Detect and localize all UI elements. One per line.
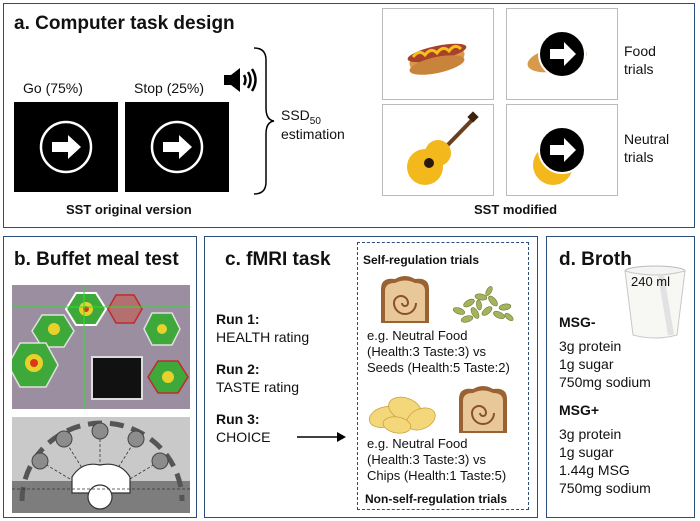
guitar-arrow-photo <box>506 104 618 196</box>
panel-computer-task: a. Computer task design Go (75%) Stop (2… <box>3 3 695 228</box>
arrow-icon <box>527 30 587 78</box>
speaker-icon <box>224 68 257 92</box>
original-caption: SST original version <box>66 202 192 217</box>
guitar-photo <box>382 104 494 196</box>
neutral-trials-label: Neutral trials <box>624 131 670 165</box>
self-reg-title: Self-regulation trials <box>363 253 480 267</box>
guitar-icon <box>407 111 479 185</box>
estimation-label: estimation <box>281 126 345 142</box>
msg-minus-title: MSG- <box>559 314 596 330</box>
go-label: Go (75%) <box>23 80 83 96</box>
ssd-bracket <box>253 47 275 195</box>
stop-label: Stop (25%) <box>134 80 205 96</box>
bread-icon <box>459 386 507 433</box>
arrow-icon <box>533 126 586 185</box>
arrow-right-icon <box>297 432 346 442</box>
hotdog-arrow-photo <box>506 8 618 100</box>
panel-broth: d. Broth 240 ml MSG- 3g protein 1g sugar… <box>546 236 695 518</box>
panel-a-title: a. Computer task design <box>14 13 235 34</box>
panel-fmri: c. fMRI task Run 1: HEALTH rating Run 2:… <box>204 236 538 518</box>
stop-screen <box>125 102 229 192</box>
panel-b-title: b. Buffet meal test <box>14 249 179 270</box>
food-trials-label: Food trials <box>624 43 656 77</box>
nonself-title: Non-self-regulation trials <box>365 492 508 506</box>
panel-d-title: d. Broth <box>559 249 632 270</box>
run1-title: Run 1: <box>216 311 260 327</box>
buffet-schematic <box>12 417 190 513</box>
ssd-label: SSD50 <box>281 107 321 127</box>
seeds-icon <box>452 286 514 323</box>
run1-text: HEALTH rating <box>216 329 310 345</box>
modified-caption: SST modified <box>474 202 558 217</box>
trials-box <box>357 242 529 510</box>
nonself-example: e.g. Neutral Food (Health:3 Taste:3) vs … <box>367 436 507 483</box>
self-reg-example: e.g. Neutral Food (Health:3 Taste:3) vs … <box>367 328 510 375</box>
hotdog-photo <box>382 8 494 100</box>
panel-c-title: c. fMRI task <box>225 249 331 270</box>
run2-text: TASTE rating <box>216 379 299 395</box>
panel-buffet: b. Buffet meal test <box>3 236 197 518</box>
chips-icon <box>368 396 436 434</box>
msg-plus-items: 3g protein 1g sugar 1.44g MSG 750mg sodi… <box>559 426 651 496</box>
cup-label: 240 ml <box>631 274 671 289</box>
msg-minus-items: 3g protein 1g sugar 750mg sodium <box>559 338 651 390</box>
cup-icon <box>624 265 686 339</box>
run3-text: CHOICE <box>216 429 271 445</box>
bread-icon <box>381 276 429 323</box>
run3-title: Run 3: <box>216 411 260 427</box>
msg-plus-title: MSG+ <box>559 402 600 418</box>
run2-title: Run 2: <box>216 361 260 377</box>
hotdog-icon <box>407 43 467 75</box>
go-screen <box>14 102 118 192</box>
heatmap-image <box>12 285 190 409</box>
arrow-icon <box>39 120 93 174</box>
arrow-icon <box>150 120 204 174</box>
